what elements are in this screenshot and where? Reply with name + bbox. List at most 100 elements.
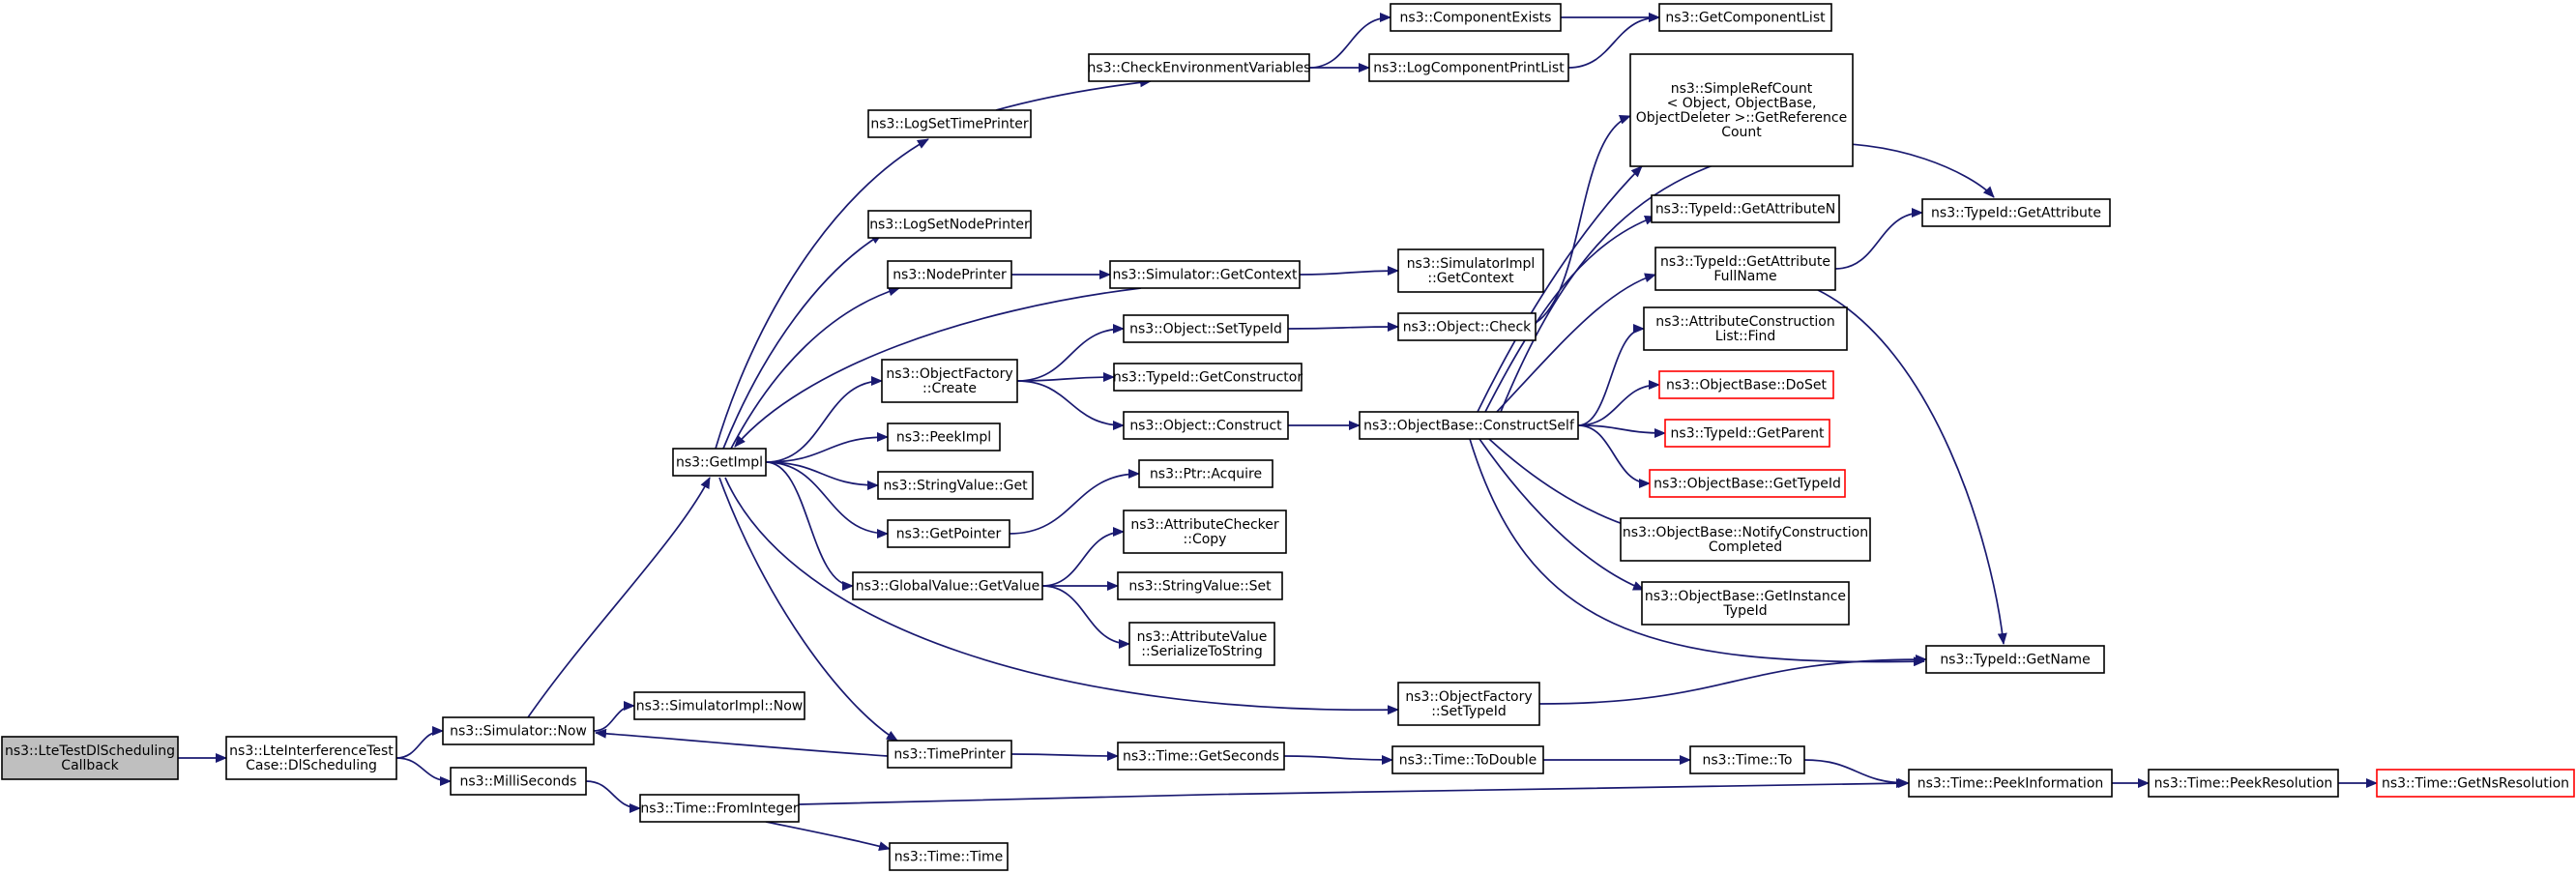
function-node-sim_now[interactable]: ns3::Simulator::Now: [442, 716, 595, 745]
node-box: [672, 448, 767, 477]
function-node-time_time[interactable]: ns3::Time::Time: [889, 842, 1009, 871]
function-node-attrvalue_serialize[interactable]: ns3::AttributeValue::SerializeToString: [1128, 622, 1275, 666]
function-node-time_getnsresolution[interactable]: ns3::Time::GetNsResolution: [2376, 769, 2575, 798]
node-label-line: ns3::Simulator::GetContext: [1112, 268, 1298, 283]
node-label-line: ns3::Object::Check: [1403, 320, 1532, 335]
function-node-typeid_getattributen[interactable]: ns3::TypeId::GetAttributeN: [1651, 194, 1840, 223]
node-box: [1109, 260, 1301, 289]
nodes-layer: ns3::LteTestDlSchedulingCallbackns3::Lte…: [1, 3, 2575, 871]
function-node-peekimpl[interactable]: ns3::PeekImpl: [887, 422, 1001, 452]
node-label-line: ns3::ObjectBase::GetInstance: [1645, 589, 1846, 604]
node-label-line: ns3::Time::To: [1703, 753, 1793, 769]
function-node-time_fromint[interactable]: ns3::Time::FromInteger: [639, 794, 800, 823]
function-node-objbase_notify[interactable]: ns3::ObjectBase::NotifyConstructionCompl…: [1620, 517, 1871, 562]
node-box: [450, 767, 587, 796]
function-node-logsettimeprinter[interactable]: ns3::LogSetTimePrinter: [867, 109, 1032, 138]
function-node-logcomponentprintlist[interactable]: ns3::LogComponentPrintList: [1368, 53, 1569, 82]
function-node-time_peekresolution[interactable]: ns3::Time::PeekResolution: [2148, 769, 2339, 798]
node-box: [881, 359, 1018, 403]
function-node-lte_dlsched[interactable]: ns3::LteInterferenceTestCase::DlScheduli…: [225, 736, 397, 780]
function-node-typeid_getparent[interactable]: ns3::TypeId::GetParent: [1664, 419, 1830, 448]
function-node-time_getseconds[interactable]: ns3::Time::GetSeconds: [1117, 742, 1285, 771]
node-box: [867, 210, 1032, 239]
function-node-typeid_getname[interactable]: ns3::TypeId::GetName: [1925, 645, 2105, 674]
call-edge-objbase_constructself-to-simplerefcount: [1477, 165, 1643, 413]
function-node-simimpl_getcontext[interactable]: ns3::SimulatorImpl::GetContext: [1397, 248, 1544, 293]
node-box: [1359, 411, 1579, 440]
node-label-line: ns3::Time::GetSeconds: [1123, 749, 1279, 765]
function-node-object_settypeid[interactable]: ns3::Object::SetTypeId: [1123, 314, 1289, 343]
function-node-stringvalue_get[interactable]: ns3::StringValue::Get: [877, 471, 1034, 500]
node-box: [887, 740, 1012, 769]
function-node-simplerefcount[interactable]: ns3::SimpleRefCount< Object, ObjectBase,…: [1629, 53, 1854, 167]
function-node-simimpl_now[interactable]: ns3::SimulatorImpl::Now: [633, 691, 805, 720]
node-box: [2376, 769, 2575, 798]
node-box: [1654, 247, 1836, 291]
node-label-line: ns3::CheckEnvironmentVariables: [1088, 61, 1311, 76]
function-node-object_check[interactable]: ns3::Object::Check: [1397, 312, 1537, 341]
function-node-nodeprinter[interactable]: ns3::NodePrinter: [887, 260, 1012, 289]
node-label-line: ns3::ComponentExists: [1400, 11, 1552, 26]
function-node-objbase_doset[interactable]: ns3::ObjectBase::DoSet: [1658, 370, 1834, 399]
function-node-timeprinter[interactable]: ns3::TimePrinter: [887, 740, 1012, 769]
node-label-line: ns3::GetImpl: [676, 455, 763, 471]
function-node-millis[interactable]: ns3::MilliSeconds: [450, 767, 587, 796]
node-box: [1925, 645, 2105, 674]
function-node-stringvalue_set[interactable]: ns3::StringValue::Set: [1117, 571, 1283, 600]
call-edge-object_check-to-simplerefcount: [1535, 115, 1631, 324]
function-node-globalvalue_getvalue[interactable]: ns3::GlobalValue::GetValue: [852, 571, 1043, 600]
call-edge-objbase_constructself-to-typeid_getname: [1469, 438, 1925, 667]
function-node-objfactory_create[interactable]: ns3::ObjectFactory::Create: [881, 359, 1018, 403]
call-edge-getimpl-to-timeprinter: [718, 477, 898, 742]
call-edge-objbase_constructself-to-objbase_doset: [1577, 380, 1660, 426]
node-label-line: ns3::LogComponentPrintList: [1373, 61, 1565, 76]
node-box: [1689, 745, 1805, 774]
node-box: [1113, 363, 1303, 392]
node-box: [1123, 510, 1287, 554]
function-node-getpointer[interactable]: ns3::GetPointer: [887, 519, 1010, 548]
function-node-attrchecker_copy[interactable]: ns3::AttributeChecker::Copy: [1123, 510, 1287, 554]
edges-layer: [178, 13, 2378, 851]
node-box: [1908, 769, 2113, 798]
function-node-componentexists[interactable]: ns3::ComponentExists: [1390, 3, 1562, 32]
node-box: [1368, 53, 1569, 82]
node-label-line: ns3::TypeId::GetParent: [1671, 426, 1825, 442]
node-box: [1397, 248, 1544, 293]
node-label-line: ns3::PeekImpl: [896, 430, 991, 446]
call-edge-objfactory_create-to-object_construct: [1016, 380, 1125, 430]
function-node-time_to[interactable]: ns3::Time::To: [1689, 745, 1805, 774]
function-node-objbase_constructself[interactable]: ns3::ObjectBase::ConstructSelf: [1359, 411, 1579, 440]
node-box: [1620, 517, 1871, 562]
call-edge-time_fromint-to-time_peekinformation: [798, 778, 1908, 805]
function-node-getcomponentlist[interactable]: ns3::GetComponentList: [1658, 3, 1832, 32]
function-node-time_todouble[interactable]: ns3::Time::ToDouble: [1391, 745, 1544, 774]
function-node-objbase_gettypeid[interactable]: ns3::ObjectBase::GetTypeId: [1649, 469, 1846, 498]
node-label-line: ns3::LogSetNodePrinter: [869, 218, 1030, 233]
call-edge-typeid_getattrfullname-to-typeid_getattribute: [1834, 208, 1923, 270]
function-node-time_peekinformation[interactable]: ns3::Time::PeekInformation: [1908, 769, 2113, 798]
function-node-typeid_getconstructor[interactable]: ns3::TypeId::GetConstructor: [1113, 363, 1303, 392]
function-node-checkenv[interactable]: ns3::CheckEnvironmentVariables: [1088, 53, 1311, 82]
function-node-sim_getcontext[interactable]: ns3::Simulator::GetContext: [1109, 260, 1301, 289]
node-box: [1128, 622, 1275, 666]
function-node-ptr_acquire[interactable]: ns3::Ptr::Acquire: [1138, 459, 1273, 488]
node-label-line: ns3::Time::GetNsResolution: [2382, 776, 2569, 792]
node-label-line: ns3::ObjectBase::DoSet: [1666, 378, 1827, 393]
node-label-line: ns3::SimulatorImpl: [1407, 256, 1536, 272]
function-node-object_construct[interactable]: ns3::Object::Construct: [1123, 411, 1289, 440]
function-node-logsetnodeprinter[interactable]: ns3::LogSetNodePrinter: [867, 210, 1032, 239]
function-node-typeid_getattribute[interactable]: ns3::TypeId::GetAttribute: [1921, 198, 2111, 227]
node-box: [1664, 419, 1830, 448]
function-node-getimpl[interactable]: ns3::GetImpl: [672, 448, 767, 477]
node-box: [1651, 194, 1840, 223]
node-label-line: ns3::ObjectBase::NotifyConstruction: [1623, 525, 1868, 540]
node-box: [889, 842, 1009, 871]
function-node-objfactory_settypeid[interactable]: ns3::ObjectFactory::SetTypeId: [1397, 682, 1540, 726]
node-label-line: FullName: [1713, 269, 1776, 284]
node-box: [1649, 469, 1846, 498]
node-box: [1117, 571, 1283, 600]
